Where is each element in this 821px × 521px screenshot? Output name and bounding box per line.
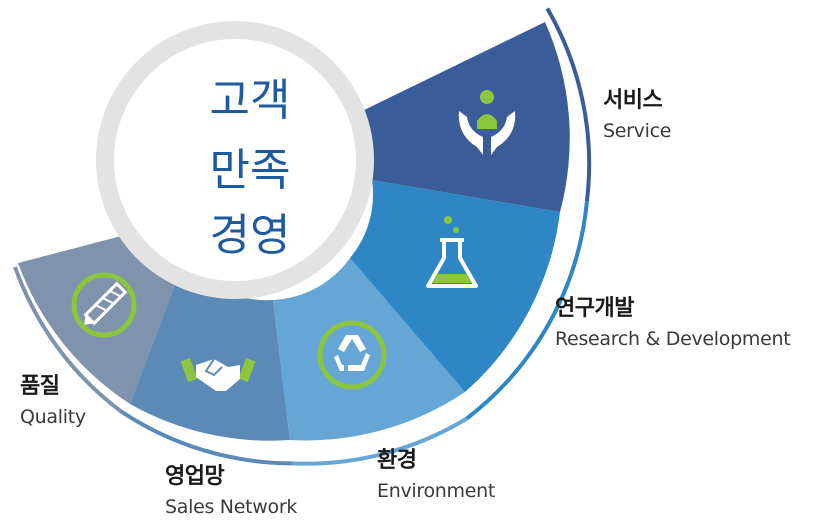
label-environment: 환경 Environment xyxy=(377,448,495,503)
label-service-ko: 서비스 xyxy=(603,88,663,113)
outer-ring-environment xyxy=(292,416,468,466)
label-rnd-en: Research & Development xyxy=(555,328,791,351)
center-circle xyxy=(117,42,353,278)
outer-ring-service xyxy=(545,7,592,202)
segment-sales[interactable] xyxy=(130,258,290,441)
outer-ring-sales xyxy=(119,409,293,466)
label-quality-ko: 품질 xyxy=(20,374,60,399)
label-environment-en: Environment xyxy=(377,480,496,503)
drill-bit-icon xyxy=(71,272,137,338)
center-title-line-3: 경영 xyxy=(210,210,291,261)
person-in-hands-icon xyxy=(458,90,516,155)
flask-icon xyxy=(426,216,478,288)
segment-quality[interactable] xyxy=(18,222,185,404)
label-quality-en: Quality xyxy=(20,406,86,429)
label-sales-ko: 영업망 xyxy=(165,464,225,489)
center-title-line-2: 만족 xyxy=(210,145,291,196)
label-rnd: 연구개발 Research & Development xyxy=(555,296,791,351)
center-title-line-1: 고객 xyxy=(210,75,291,126)
label-service: 서비스 Service xyxy=(603,88,671,143)
recycle-icon xyxy=(317,320,387,390)
label-environment-ko: 환경 xyxy=(377,448,417,473)
outer-ring-quality xyxy=(13,266,122,413)
outer-ring-rnd xyxy=(465,201,589,421)
label-rnd-ko: 연구개발 xyxy=(555,296,634,321)
label-quality: 품질 Quality xyxy=(20,374,86,429)
handshake-icon xyxy=(180,357,256,391)
label-sales-en: Sales Network xyxy=(165,496,298,519)
segment-environment[interactable] xyxy=(273,258,465,441)
label-sales: 영업망 Sales Network xyxy=(165,464,297,519)
label-service-en: Service xyxy=(603,120,672,143)
